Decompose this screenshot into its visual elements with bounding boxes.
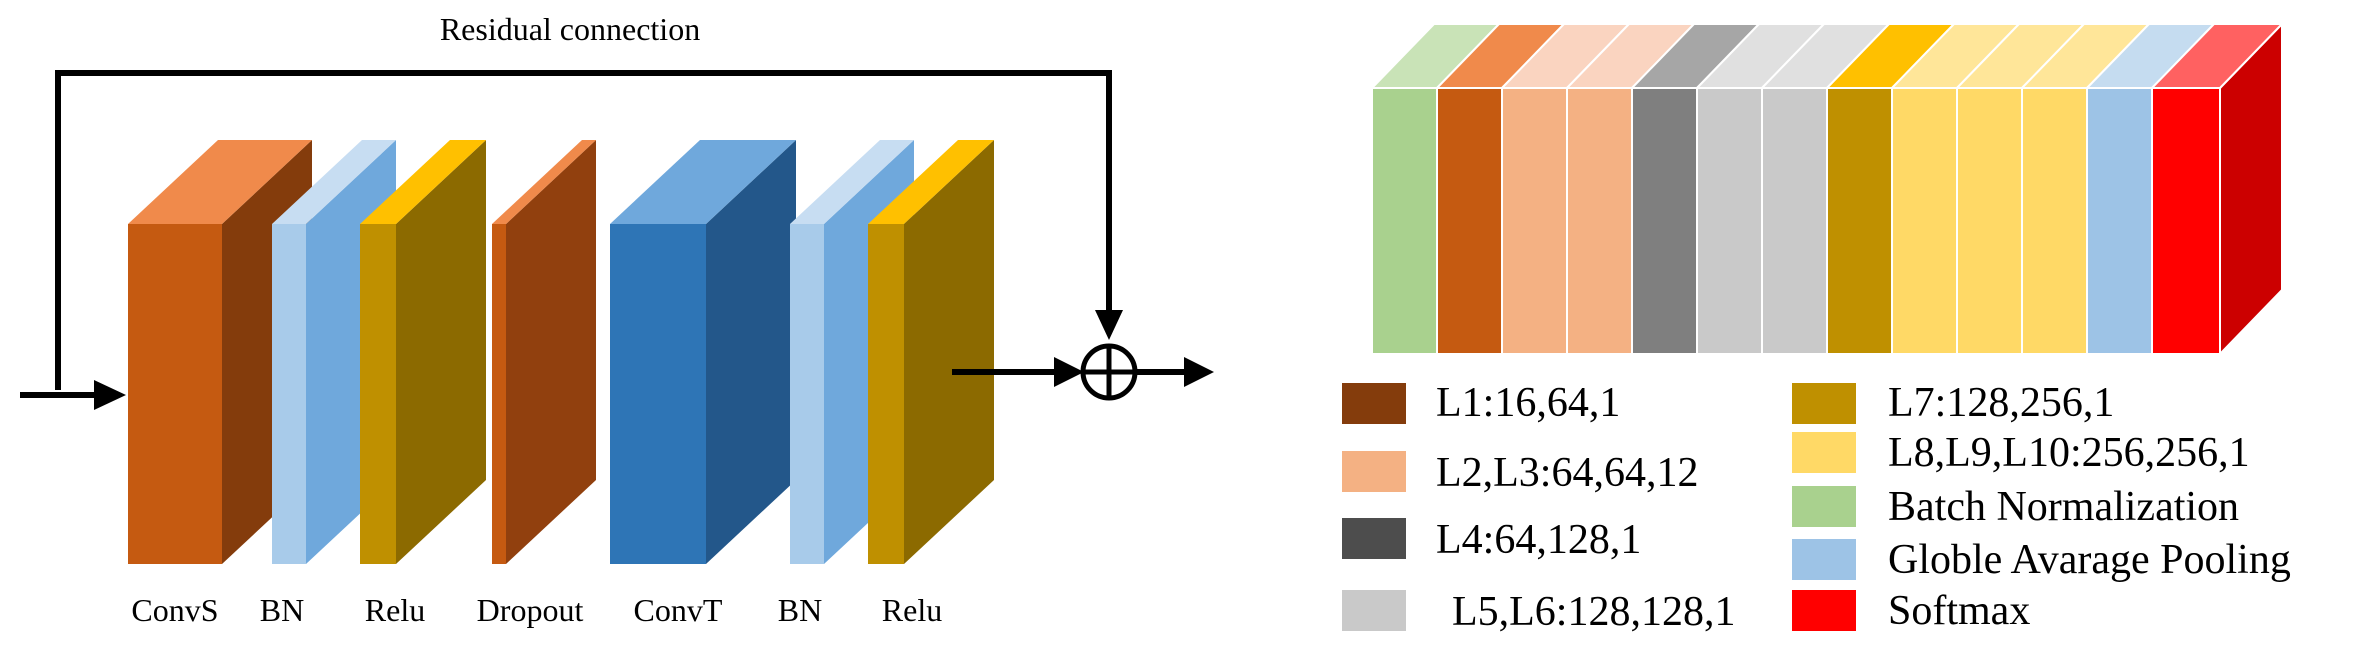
legend-label-gap: Globle Avarage Pooling bbox=[1888, 537, 2291, 583]
legend-swatch-l7 bbox=[1792, 383, 1856, 424]
legend-swatch-l2l3 bbox=[1342, 451, 1406, 492]
layer-l3 bbox=[1564, 23, 1697, 355]
legend-swatch-l5l6 bbox=[1342, 590, 1406, 631]
legend-label-bnorm: Batch Normalization bbox=[1888, 484, 2239, 530]
legend-swatch-gap bbox=[1792, 539, 1856, 580]
add-node-icon bbox=[1080, 343, 1138, 401]
legend-swatch-softmax bbox=[1792, 590, 1856, 631]
layer-l10 bbox=[2019, 23, 2152, 355]
legend-label-softmax: Softmax bbox=[1888, 588, 2030, 634]
relu2-label: Relu bbox=[882, 592, 942, 628]
output-arrowhead bbox=[1184, 357, 1214, 387]
to-add-arrowhead bbox=[1054, 357, 1084, 387]
legend-swatch-bnorm bbox=[1792, 486, 1856, 527]
convs-block bbox=[128, 140, 312, 564]
relu2-block bbox=[868, 140, 994, 564]
convt-block bbox=[610, 140, 796, 564]
layer-gap bbox=[2084, 23, 2217, 355]
legend-label-l5l6: L5,L6:128,128,1 bbox=[1452, 589, 1735, 635]
dropout-block bbox=[492, 140, 596, 564]
relu1-block bbox=[360, 140, 486, 564]
legend-label-l8l10: L8,L9,L10:256,256,1 bbox=[1888, 430, 2250, 476]
dropout-label: Dropout bbox=[477, 592, 584, 628]
legend-label-l1: L1:16,64,1 bbox=[1436, 380, 1620, 426]
residual-arrowhead bbox=[1095, 310, 1123, 340]
legend: L1:16,64,1 L2,L3:64,64,12 L4:64,128,1 L5… bbox=[1342, 380, 2291, 635]
input-arrowhead bbox=[94, 380, 126, 410]
legend-label-l2l3: L2,L3:64,64,12 bbox=[1436, 450, 1698, 496]
convt-label: ConvT bbox=[634, 592, 723, 628]
relu1-label: Relu bbox=[365, 592, 425, 628]
layer-l4 bbox=[1629, 23, 1762, 355]
layer-l1 bbox=[1434, 23, 1567, 355]
legend-swatch-l8l10 bbox=[1792, 432, 1856, 473]
legend-swatch-l1 bbox=[1342, 383, 1406, 424]
layer-l8 bbox=[1889, 23, 2022, 355]
network-stack bbox=[1369, 21, 2285, 357]
layer-softmax bbox=[2149, 23, 2285, 355]
bn2-label: BN bbox=[778, 592, 822, 628]
layer-l7 bbox=[1824, 23, 1957, 355]
convs-label: ConvS bbox=[131, 592, 218, 628]
residual-connection-title: Residual connection bbox=[440, 11, 700, 47]
layer-l2 bbox=[1499, 23, 1632, 355]
layer-l6 bbox=[1759, 23, 1892, 355]
legend-label-l7: L7:128,256,1 bbox=[1888, 380, 2114, 426]
layer-l9 bbox=[1954, 23, 2087, 355]
residual-connection-line bbox=[55, 70, 1112, 390]
layer-l5 bbox=[1694, 23, 1827, 355]
legend-label-l4: L4:64,128,1 bbox=[1436, 517, 1641, 563]
residual-block: Residual connection bbox=[20, 11, 1214, 628]
legend-swatch-l4 bbox=[1342, 518, 1406, 559]
bn1-label: BN bbox=[260, 592, 304, 628]
